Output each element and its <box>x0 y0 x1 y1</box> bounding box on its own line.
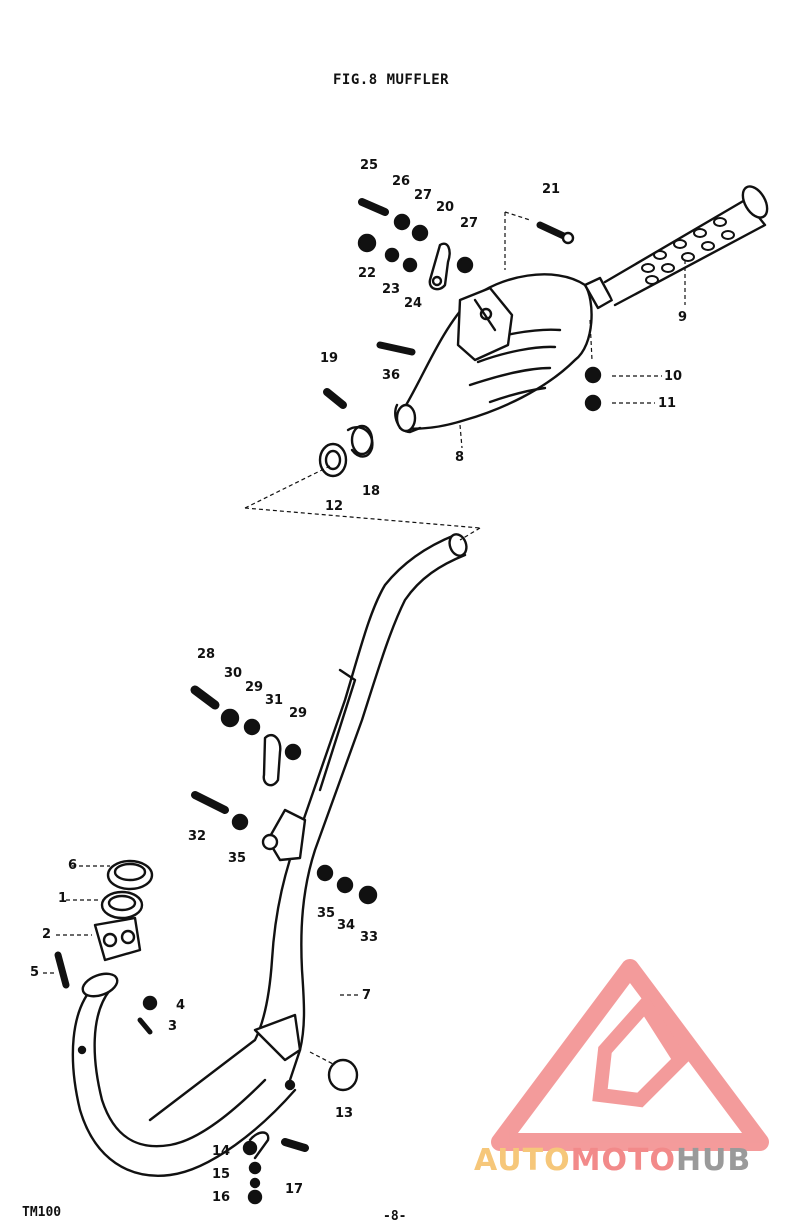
callout-14: 14 <box>212 1144 231 1159</box>
callout-35a: 35 <box>228 851 247 866</box>
callout-7: 7 <box>362 988 372 1003</box>
page-number: -8- <box>383 1209 407 1224</box>
watermark-hub: HUB <box>675 1143 752 1178</box>
upper-hardware <box>318 198 602 478</box>
figure-title: FIG.8 MUFFLER <box>333 72 450 88</box>
watermark-text: AUTOMOTOHUB <box>474 1143 751 1178</box>
callout-17: 17 <box>285 1182 304 1197</box>
callout-35b: 35 <box>317 906 336 921</box>
exhaust-pipe <box>71 533 468 1177</box>
callout-33: 33 <box>360 930 379 945</box>
callout-19: 19 <box>320 351 339 366</box>
callout-13: 13 <box>335 1106 354 1121</box>
callout-30: 30 <box>224 666 243 681</box>
callout-27b: 27 <box>460 216 479 231</box>
callout-15: 15 <box>212 1167 231 1182</box>
callout-3: 3 <box>168 1019 178 1034</box>
watermark-moto: MOTO <box>570 1143 676 1178</box>
callout-8: 8 <box>455 450 465 465</box>
muffler-body <box>394 273 593 434</box>
callout-10: 10 <box>664 369 683 384</box>
callout-5: 5 <box>30 965 40 980</box>
callout-27a: 27 <box>414 188 433 203</box>
callout-12: 12 <box>325 499 344 514</box>
callout-11: 11 <box>658 396 677 411</box>
watermark-logo <box>491 959 769 1151</box>
callout-36: 36 <box>382 368 401 383</box>
callout-4: 4 <box>176 998 186 1013</box>
callout-29b: 29 <box>289 706 308 721</box>
callout-26: 26 <box>392 174 411 189</box>
mid-hardware <box>190 685 378 1205</box>
model-code: TM100 <box>22 1205 62 1220</box>
callout-32: 32 <box>188 829 207 844</box>
callout-22: 22 <box>358 266 377 281</box>
callout-24: 24 <box>404 296 423 311</box>
tail-pipe <box>583 185 769 310</box>
callout-28: 28 <box>197 647 216 662</box>
callout-31: 31 <box>265 693 284 708</box>
callout-1: 1 <box>58 891 68 906</box>
callout-2: 2 <box>42 927 52 942</box>
callout-9: 9 <box>678 310 688 325</box>
callout-6: 6 <box>68 858 78 873</box>
callout-18: 18 <box>362 484 381 499</box>
callout-25: 25 <box>360 158 379 173</box>
watermark-auto: AUTO <box>474 1143 571 1178</box>
callout-34: 34 <box>337 918 356 933</box>
callout-20: 20 <box>436 200 455 215</box>
callout-16: 16 <box>212 1190 231 1205</box>
exhaust-flange-parts <box>54 859 359 1092</box>
callout-23: 23 <box>382 282 401 297</box>
callout-29a: 29 <box>245 680 264 695</box>
leader-lines <box>43 211 686 1066</box>
callout-21: 21 <box>542 182 561 197</box>
